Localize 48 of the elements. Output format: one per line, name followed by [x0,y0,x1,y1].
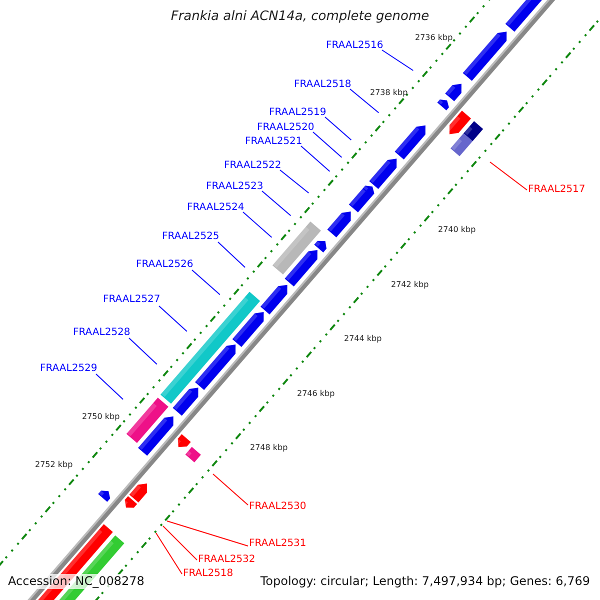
gene-label: FRAAL2521 [245,136,302,148]
gene-label: FRAAL2525 [162,231,220,243]
scale-label: 2742 kbp [391,280,429,290]
leader-line [162,526,198,560]
gene-label: FRAAL2524 [187,202,244,214]
diagram-title: Frankia alni ACN14a, complete genome [170,9,430,24]
scale-label: 2736 kbp [415,33,453,43]
leader-line [350,88,380,114]
gene-label: FRAAL2519 [269,107,326,119]
leader-line [218,242,246,268]
gene-label: FRAAL2532 [198,554,256,566]
scale-label: 2738 kbp [370,88,408,98]
gene-label: FRAAL2531 [249,538,306,550]
gene-label: FRAAL2530 [249,501,306,513]
leader-line [312,132,342,158]
scale-label: 2744 kbp [344,334,382,344]
leader-line [96,374,124,400]
leader-line [490,162,528,190]
gene-label: FRAAL2523 [206,181,264,193]
gene-label: FRAAL2529 [40,363,98,375]
leader-line [212,474,248,506]
gene-label: FRAAL2516 [326,40,384,52]
genome-info-text: Topology: circular; Length: 7,497,934 bp; Genes: 6,769 [260,574,590,589]
gene-label: FRAAL2522 [224,160,282,172]
gene-label: FRAAL2528 [73,327,130,339]
gene-label: FRAAL2520 [257,122,314,134]
scale-label: 2740 kbp [438,225,476,235]
scale-label: 2752 kbp [35,460,73,470]
scale-label: 2750 kbp [82,412,120,422]
leader-line [262,190,292,216]
leader-line [382,50,414,71]
leader-line [242,212,272,238]
leader-line [300,146,330,172]
leader-line [158,306,188,332]
scale-label: 2746 kbp [297,389,335,399]
leader-line [156,532,182,574]
gene-label: FRAAL2526 [136,259,194,271]
accession-text: Accession: NC_008278 [8,574,144,589]
leader-line [128,338,158,365]
gene-label: FRAL2518 [183,568,234,580]
leader-line [192,270,220,296]
gene-label: FRAAL2518 [294,79,352,91]
leader-line [280,170,310,194]
gene-label: FRAAL2517 [528,184,586,196]
gene-label: FRAAL2527 [103,294,160,306]
scale-label: 2748 kbp [250,443,288,453]
leader-line [166,520,248,546]
leader-line [324,116,352,140]
